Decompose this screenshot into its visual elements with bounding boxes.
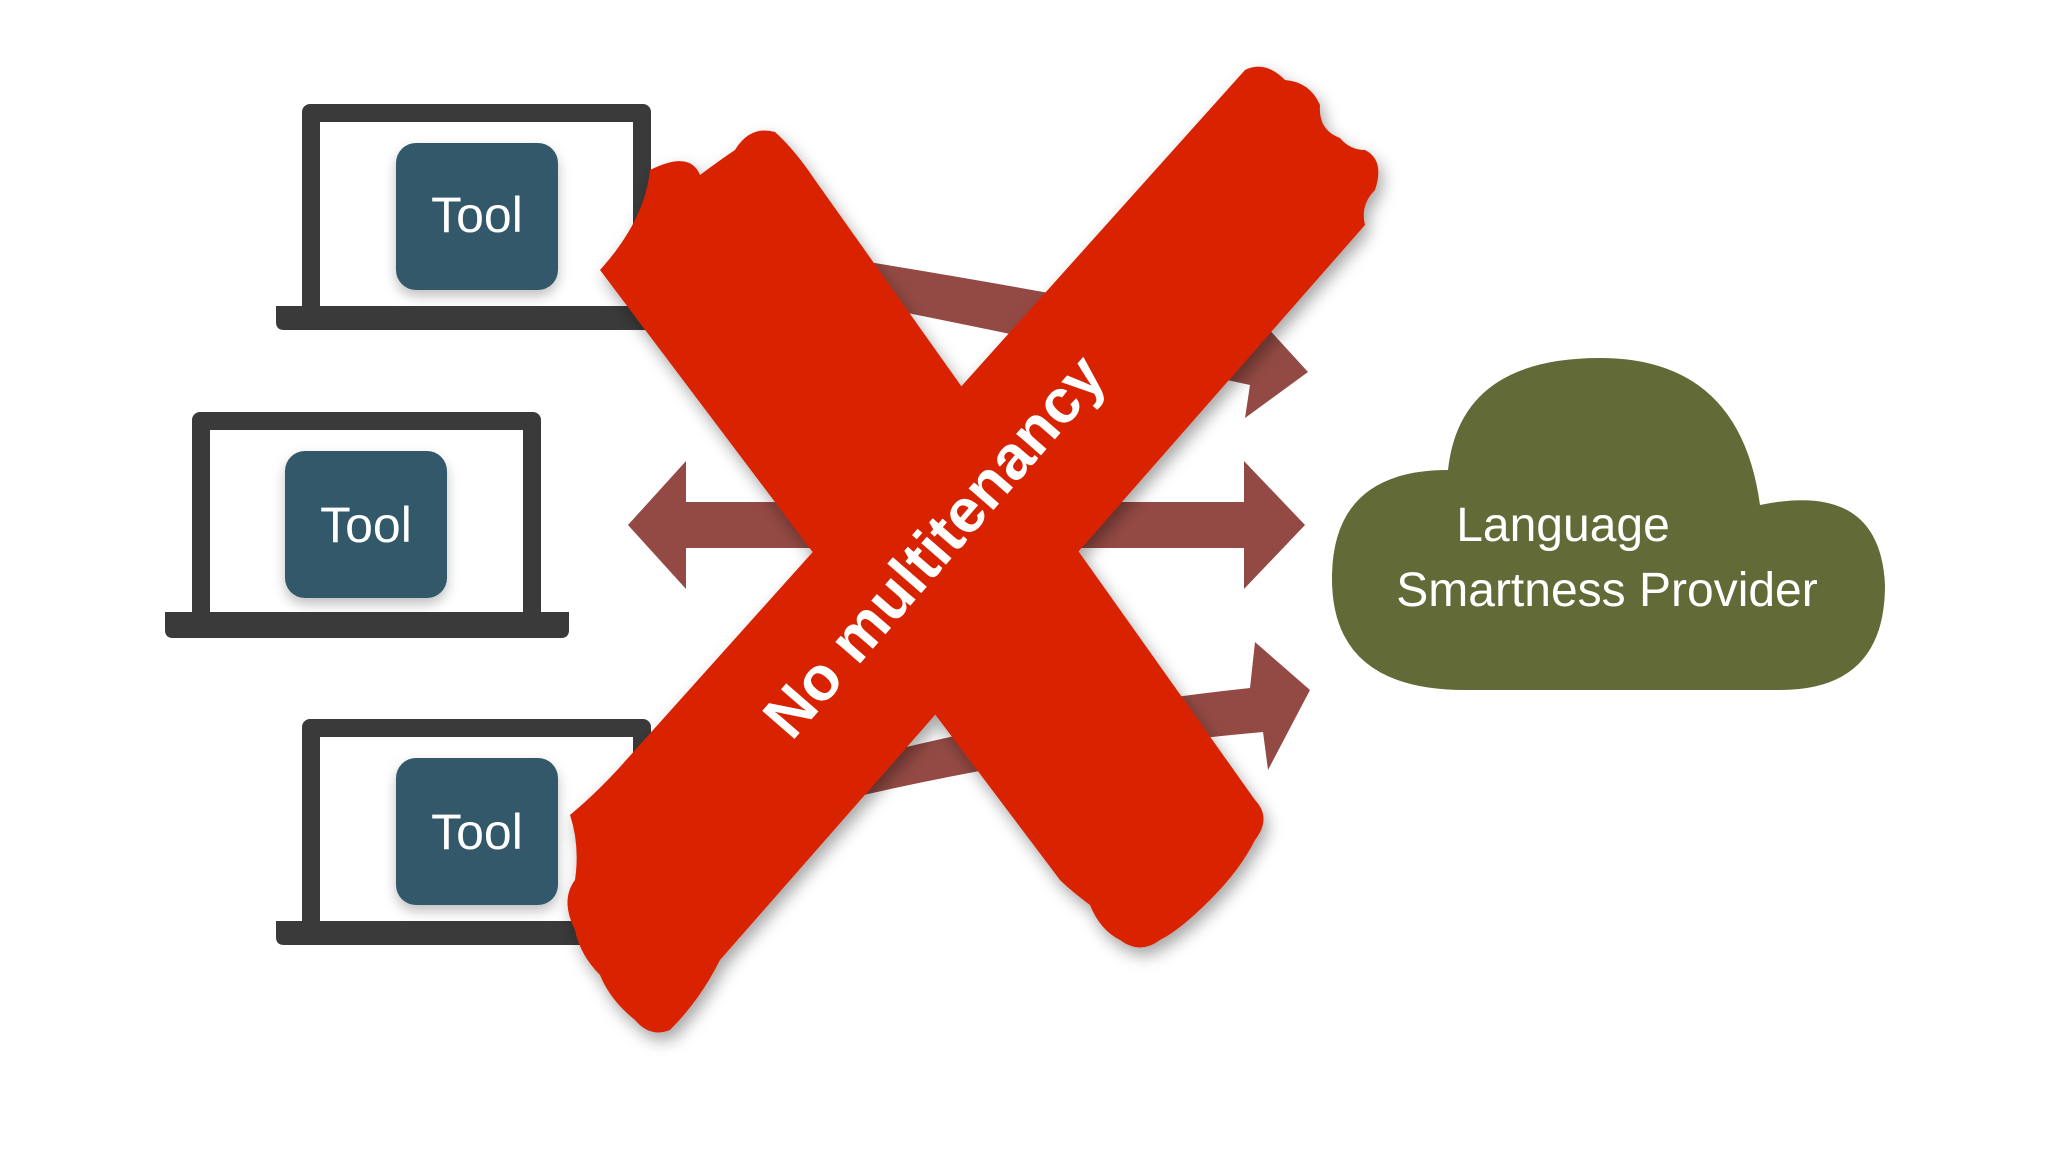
laptop-1-tool-label: Tool (431, 187, 523, 243)
cloud-label-line-2: Smartness Provider (1396, 564, 1817, 617)
laptop-3-tool-label: Tool (431, 804, 523, 860)
laptop-2-base (165, 612, 569, 638)
laptop-3-tool-box (396, 758, 558, 905)
cloud-label-line-1: Language (1456, 499, 1670, 552)
laptop-3: Tool (276, 719, 678, 945)
cloud-shape (1331, 358, 1885, 690)
cloud: Language Smartness Provider (1331, 358, 1885, 690)
laptop-2-tool-label: Tool (320, 497, 412, 553)
laptop-2-tool-box (285, 451, 447, 598)
laptop-2: Tool (165, 412, 569, 638)
no-multitenancy-cross: No multitenancy (567, 66, 1379, 1033)
cross-stroke-right (567, 66, 1379, 1033)
laptop-1-tool-box (396, 143, 558, 290)
laptop-1: Tool (276, 104, 678, 330)
laptop-1-base (276, 306, 678, 330)
